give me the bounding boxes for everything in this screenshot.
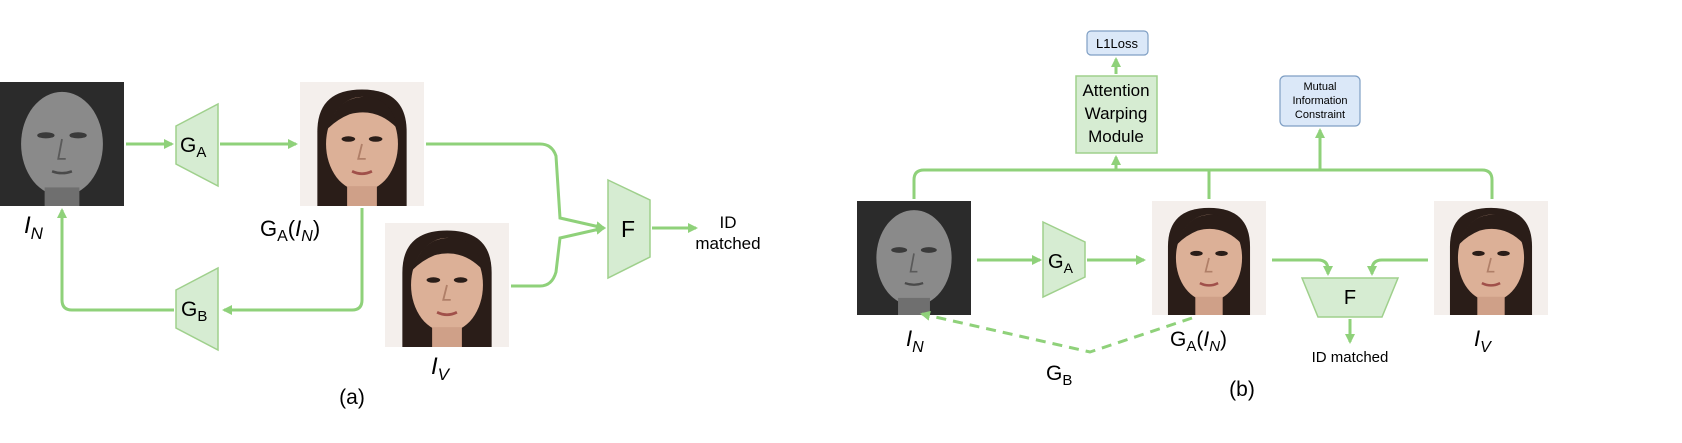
l1loss-label: L1Loss: [1096, 36, 1138, 51]
in-label-b: IN: [906, 326, 924, 356]
ga-label-a: GA: [180, 134, 206, 161]
generated-face-image-b: [1150, 201, 1268, 315]
iv-label-b: IV: [1474, 326, 1492, 356]
visible-face-image-b: [1432, 201, 1550, 315]
in-label-a: IN: [24, 212, 44, 243]
arrow-iv-to-f: [511, 224, 606, 288]
gain-label-b: GA(IN): [1170, 328, 1227, 355]
nir-face-image-b: [855, 201, 973, 315]
arrow-iv-to-f-b: [1367, 258, 1428, 276]
arrow-gb-to-in: [57, 208, 174, 312]
l1loss-box: [1086, 30, 1149, 56]
caption-a: (a): [339, 386, 365, 409]
arrow-gain-to-f: [426, 142, 606, 232]
gb-label-a: GB: [181, 298, 207, 325]
mic-label-line1: Mutual: [1303, 81, 1336, 93]
panel-b: L1Loss Attention Warping Module Mutual I…: [855, 30, 1550, 401]
generator-a-block-b: [1042, 220, 1086, 299]
visible-face-image: [385, 223, 509, 347]
gb-label-b: GB: [1046, 362, 1072, 389]
generated-face-image: [300, 82, 424, 206]
generator-a-block: [175, 102, 219, 188]
fusion-block: [607, 178, 651, 280]
nir-face-image: [0, 82, 124, 206]
output-label-a-line1: ID: [720, 213, 737, 232]
f-label-b: F: [1344, 287, 1356, 309]
mutual-information-constraint-box: [1279, 75, 1361, 127]
caption-b: (b): [1229, 378, 1255, 401]
generator-b-block: [175, 266, 219, 352]
mic-label-line3: Constraint: [1295, 109, 1345, 121]
attention-warping-module-box: [1075, 75, 1158, 154]
output-label-b: ID matched: [1312, 349, 1389, 366]
output-label-a-line2: matched: [695, 234, 760, 253]
awm-label-line3: Module: [1088, 127, 1144, 146]
f-label-a: F: [621, 216, 635, 242]
arrow-gain-to-f-b: [1272, 258, 1333, 276]
awm-label-line2: Warping: [1085, 104, 1148, 123]
iv-label-a: IV: [431, 353, 451, 384]
arrow-gain-to-gb: [222, 208, 364, 315]
awm-label-line1: Attention: [1082, 81, 1149, 100]
arrow-gb-dashed: [920, 310, 1193, 354]
fusion-block-b: [1300, 277, 1400, 318]
bus-top-line: [912, 168, 1494, 199]
ga-label-b: GA: [1048, 251, 1074, 276]
gain-label-a: GA(IN): [260, 216, 320, 245]
panel-a: GA GB F ID matched IN GA(IN) IV (a): [0, 82, 761, 409]
mic-label-line2: Information: [1292, 95, 1347, 107]
